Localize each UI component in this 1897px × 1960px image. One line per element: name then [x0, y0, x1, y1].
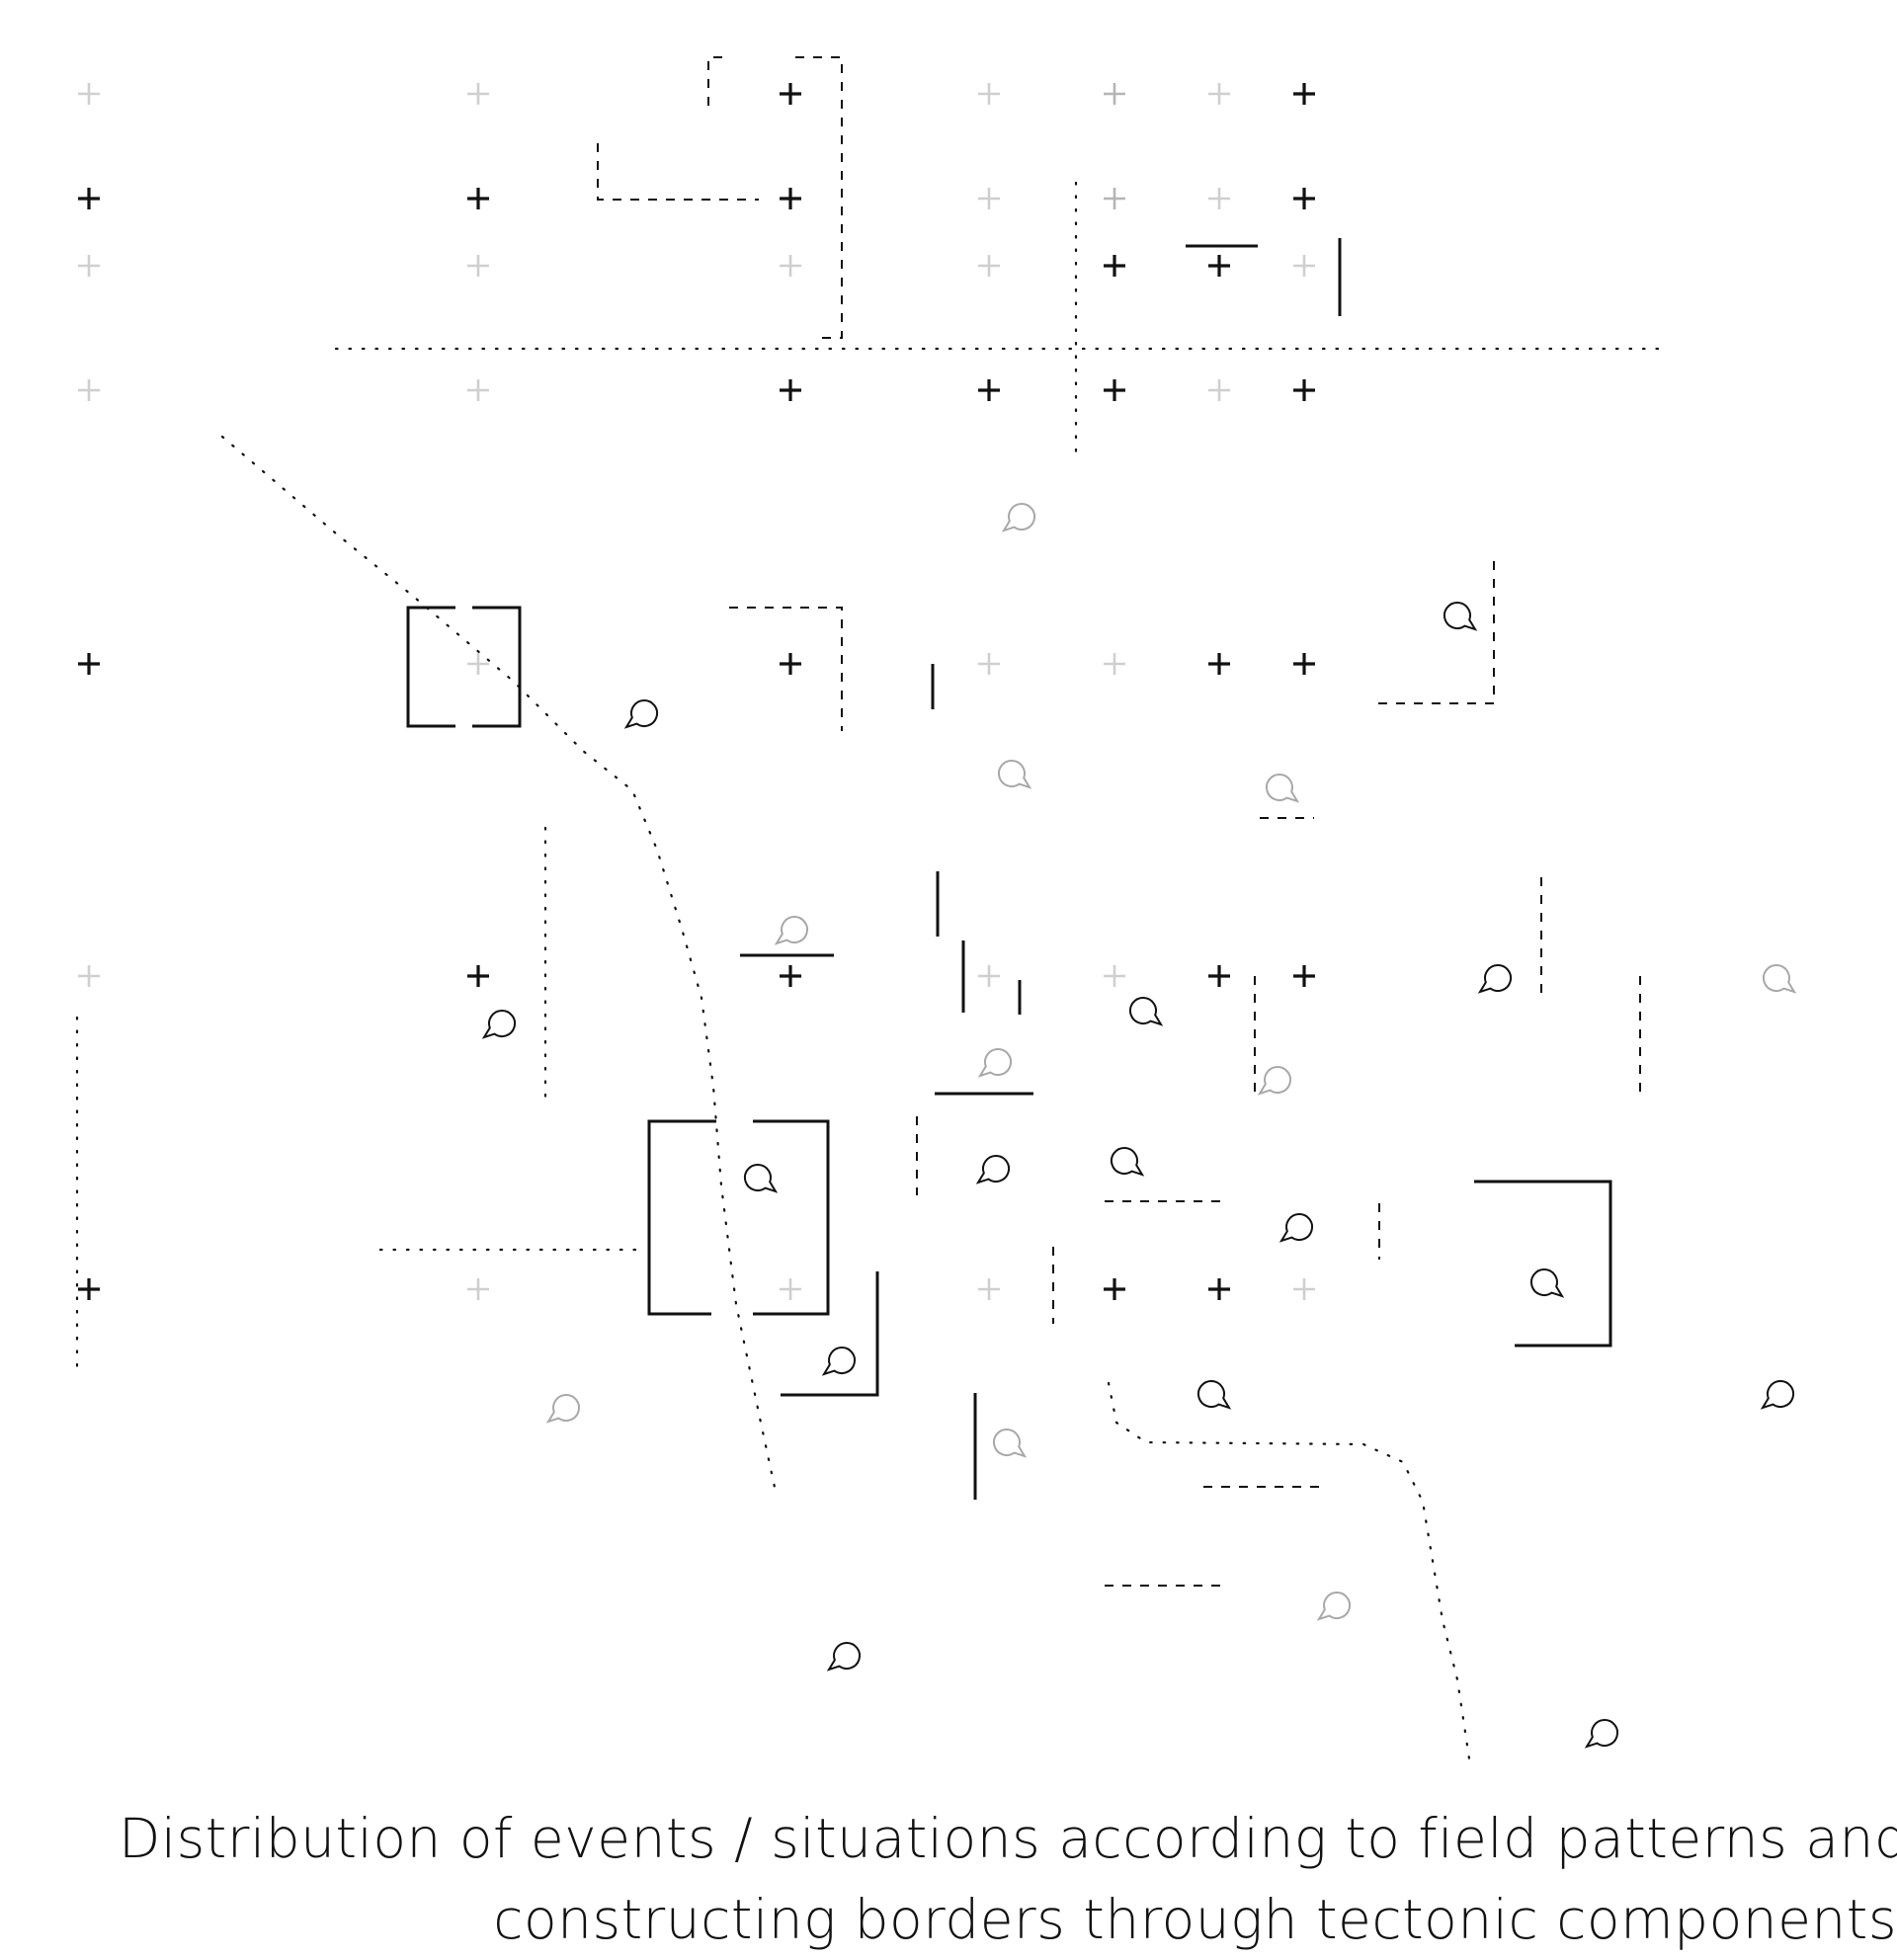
- speech-bubble-icon: [1760, 1380, 1794, 1410]
- dotted-field-lines: [75, 181, 1662, 1760]
- speech-bubble-icon: [826, 1642, 861, 1672]
- event-bubbles: [481, 503, 1797, 1749]
- plus-marker-icon: [780, 965, 801, 987]
- plus-marker-icon: [1208, 965, 1230, 987]
- dotted-field-line: [220, 435, 778, 1494]
- tectonic-component: [1474, 1180, 1612, 1348]
- speech-bubble-icon: [1266, 774, 1300, 803]
- dashed-borders: [597, 56, 1641, 1587]
- dashed-border: [729, 607, 843, 731]
- plus-marker-icon: [780, 653, 801, 675]
- speech-bubble-icon: [1477, 964, 1512, 994]
- plus-marker-icon: [1293, 653, 1315, 675]
- speech-bubble-icon: [998, 760, 1032, 789]
- plus-marker-icon: [1293, 255, 1315, 277]
- speech-bubble-icon: [821, 1347, 856, 1376]
- plus-marker-icon: [467, 653, 489, 675]
- plus-marker-icon: [78, 83, 100, 105]
- tectonic-component: [406, 606, 455, 728]
- plus-marker-icon: [1104, 255, 1125, 277]
- plus-marker-icon: [467, 1278, 489, 1300]
- plus-marker-icon: [1208, 83, 1230, 105]
- plus-marker-icon: [780, 1278, 801, 1300]
- speech-bubble-icon: [993, 1429, 1028, 1458]
- plus-marker-icon: [467, 83, 489, 105]
- plus-marker-icon: [1208, 188, 1230, 209]
- plus-marker-icon: [78, 1278, 100, 1300]
- speech-bubble-icon: [481, 1010, 516, 1039]
- plus-marker-icon: [1208, 1278, 1230, 1300]
- plus-marker-icon: [1104, 379, 1125, 401]
- caption-line-2: constructing borders through tectonic co…: [493, 1888, 1897, 1951]
- speech-bubble-icon: [774, 916, 808, 945]
- plus-marker-icon: [1104, 83, 1125, 105]
- field-diagram: [75, 56, 1797, 1760]
- plus-marker-icon: [1293, 965, 1315, 987]
- cross-grid: [78, 83, 1315, 1300]
- plus-marker-icon: [467, 255, 489, 277]
- speech-bubble-icon: [1278, 1213, 1313, 1243]
- plus-marker-icon: [978, 83, 1000, 105]
- tectonic-component: [753, 1119, 830, 1316]
- plus-marker-icon: [978, 379, 1000, 401]
- speech-bubble-icon: [1111, 1147, 1145, 1177]
- speech-bubble-icon: [1443, 602, 1478, 631]
- plus-marker-icon: [780, 255, 801, 277]
- speech-bubble-icon: [1316, 1592, 1351, 1621]
- plus-marker-icon: [780, 83, 801, 105]
- speech-bubble-icon: [545, 1394, 580, 1424]
- diagram-caption: Distribution of events / situations acco…: [119, 1798, 1897, 1960]
- speech-bubble-icon: [975, 1155, 1010, 1184]
- plus-marker-icon: [1208, 255, 1230, 277]
- dashed-border: [1378, 561, 1495, 704]
- plus-marker-icon: [978, 188, 1000, 209]
- plus-marker-icon: [1293, 379, 1315, 401]
- plus-marker-icon: [78, 379, 100, 401]
- dashed-border: [597, 143, 759, 201]
- speech-bubble-icon: [623, 699, 658, 729]
- plus-marker-icon: [78, 255, 100, 277]
- plus-marker-icon: [1104, 188, 1125, 209]
- speech-bubble-icon: [1530, 1268, 1565, 1298]
- speech-bubble-icon: [1584, 1719, 1618, 1749]
- plus-marker-icon: [467, 379, 489, 401]
- speech-bubble-icon: [1763, 964, 1797, 994]
- speech-bubble-icon: [1257, 1066, 1291, 1096]
- plus-marker-icon: [78, 653, 100, 675]
- caption-line-1: Distribution of events / situations acco…: [119, 1807, 1897, 1870]
- dotted-field-line: [1107, 1381, 1471, 1760]
- speech-bubble-icon: [1001, 503, 1035, 532]
- plus-marker-icon: [978, 965, 1000, 987]
- plus-marker-icon: [1104, 965, 1125, 987]
- plus-marker-icon: [1293, 83, 1315, 105]
- dashed-border: [707, 56, 731, 106]
- plus-marker-icon: [1104, 1278, 1125, 1300]
- plus-marker-icon: [1293, 1278, 1315, 1300]
- speech-bubble-icon: [977, 1048, 1012, 1078]
- plus-marker-icon: [978, 255, 1000, 277]
- speech-bubble-icon: [1129, 997, 1164, 1026]
- plus-marker-icon: [780, 379, 801, 401]
- plus-marker-icon: [467, 188, 489, 209]
- speech-bubble-icon: [744, 1164, 779, 1193]
- plus-marker-icon: [1293, 188, 1315, 209]
- plus-marker-icon: [467, 965, 489, 987]
- plus-marker-icon: [978, 653, 1000, 675]
- plus-marker-icon: [1104, 653, 1125, 675]
- plus-marker-icon: [78, 188, 100, 209]
- tectonic-component: [781, 1271, 879, 1397]
- tectonic-component: [472, 606, 522, 728]
- dashed-border: [795, 56, 843, 339]
- tectonic-component: [647, 1119, 716, 1316]
- plus-marker-icon: [780, 188, 801, 209]
- plus-marker-icon: [1208, 379, 1230, 401]
- speech-bubble-icon: [1197, 1380, 1232, 1410]
- plus-marker-icon: [978, 1278, 1000, 1300]
- solid-tectonic-components: [406, 238, 1612, 1500]
- plus-marker-icon: [78, 965, 100, 987]
- plus-marker-icon: [1208, 653, 1230, 675]
